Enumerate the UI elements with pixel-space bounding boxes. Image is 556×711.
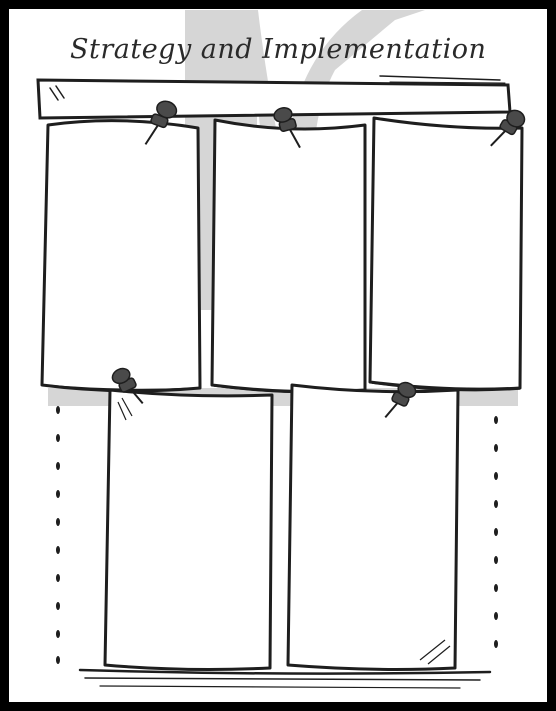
note-top-right	[368, 116, 524, 392]
note-top-left	[40, 119, 202, 393]
pushpin-icon	[490, 109, 526, 147]
pushpin-icon	[111, 367, 144, 405]
title-banner	[36, 75, 512, 120]
page-title: Strategy and Implementation	[70, 34, 487, 65]
pushpin-icon	[273, 107, 301, 149]
note-bottom-left	[103, 388, 274, 671]
pushpin-icon	[384, 381, 417, 419]
pushpin-icon	[144, 100, 178, 145]
ground-lines	[78, 668, 492, 689]
note-bottom-right	[286, 383, 460, 671]
dotted-guides	[56, 406, 498, 664]
note-top-middle	[210, 118, 367, 394]
